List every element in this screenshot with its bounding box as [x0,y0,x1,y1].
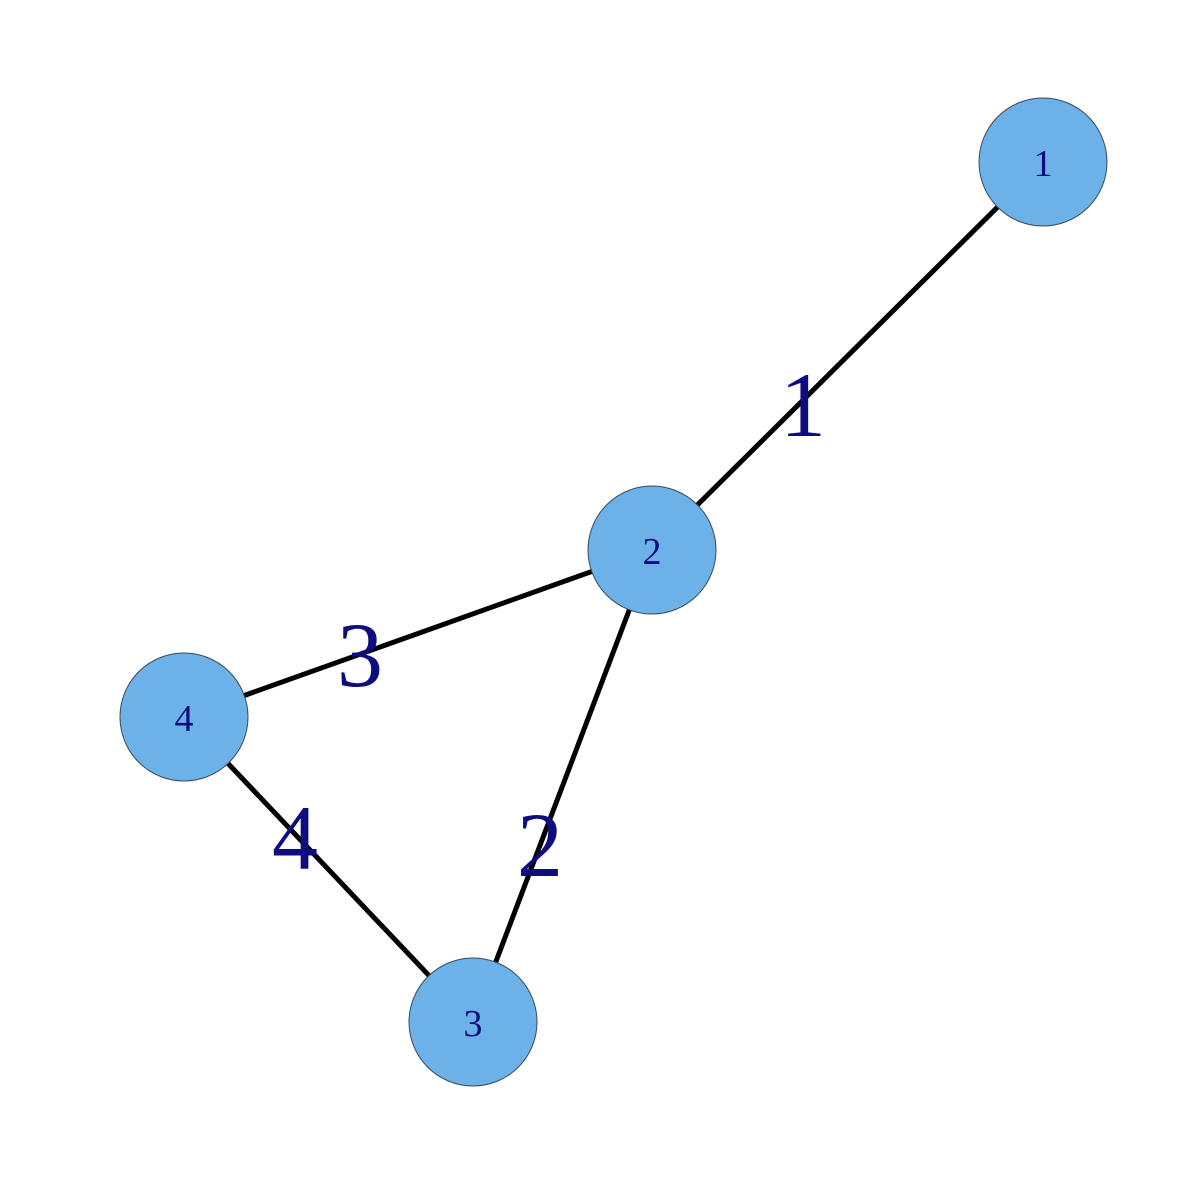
node-circle-2 [587,485,717,615]
node-circle-4 [119,652,249,782]
edge-label-3: 3 [337,604,383,706]
edge-2-3 [470,549,655,1023]
edge-label-1: 1 [780,354,826,456]
node-label-1: 1 [1034,143,1053,185]
node-4: 4 [119,652,249,782]
node-label-2: 2 [643,531,662,573]
edge-labels-layer: 1 2 34 [272,354,826,896]
edge-2-4 [183,547,653,720]
node-1: 1 [978,97,1108,227]
node-3: 3 [408,957,538,1087]
edge-label-4: 4 [272,787,318,889]
node-label-4: 4 [175,698,194,740]
node-2: 2 [587,485,717,615]
node-circle-3 [408,957,538,1087]
edge-1-2 [650,160,1045,552]
node-label-3: 3 [464,1003,483,1045]
edges-layer [182,160,1045,1024]
node-circle-1 [978,97,1108,227]
edge-4-3 [182,715,475,1024]
edge-label-2: 2 [517,794,563,896]
